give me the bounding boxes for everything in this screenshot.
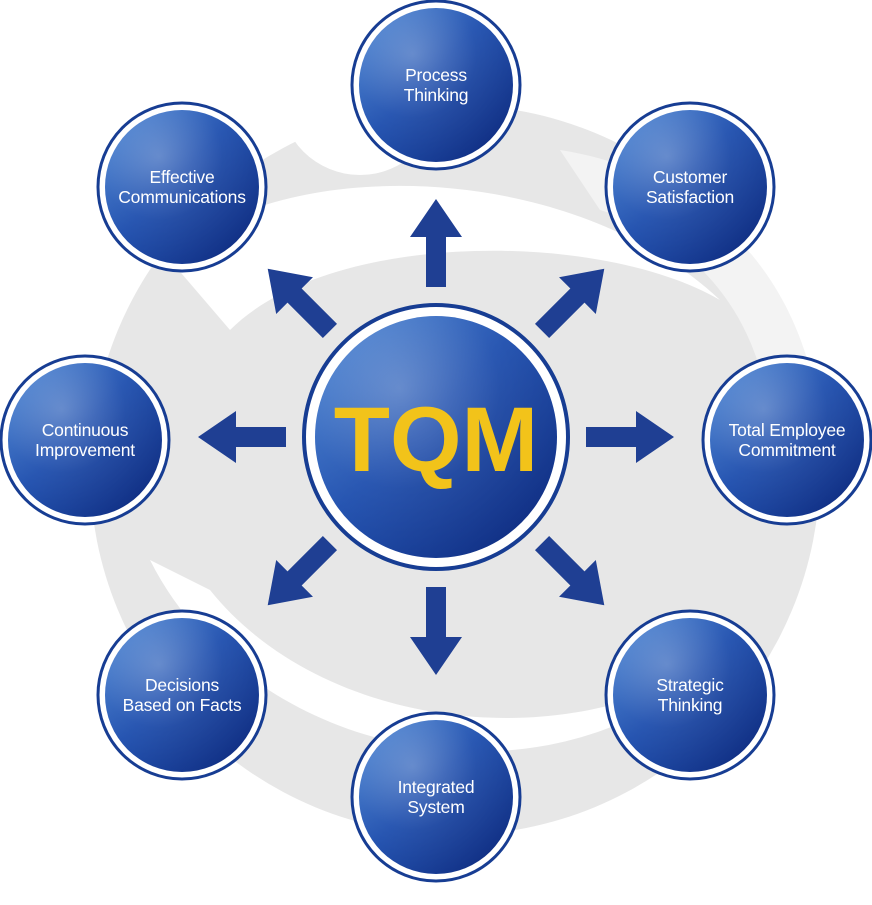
- connector-arrow: [267, 535, 338, 606]
- watermark-swoosh-top: [170, 185, 720, 330]
- watermark-swoosh-bottom: [150, 560, 740, 752]
- connector-arrow: [586, 411, 674, 463]
- node-shine: [710, 363, 864, 517]
- connector-arrow: [267, 268, 338, 339]
- center-shine: [315, 316, 557, 558]
- connector-arrow: [198, 411, 286, 463]
- node-shine: [613, 110, 767, 264]
- node-label-line: Thinking: [658, 695, 723, 715]
- node-shine: [105, 110, 259, 264]
- node-label-line: Based on Facts: [123, 695, 242, 715]
- node-label-line: Customer: [653, 167, 728, 187]
- connector-arrow: [534, 268, 605, 339]
- node-label-line: Improvement: [35, 440, 135, 460]
- center-node: TQM: [302, 303, 570, 571]
- node-label-line: Thinking: [404, 85, 469, 105]
- node-label-line: Integrated: [398, 777, 475, 797]
- node-shine: [105, 618, 259, 772]
- node-label-line: Decisions: [145, 675, 220, 695]
- node-label-line: Strategic: [656, 675, 724, 695]
- node-label-line: Effective: [150, 167, 215, 187]
- connector-arrow: [410, 587, 462, 675]
- node-label-line: Total Employee: [729, 420, 846, 440]
- node-label-line: Satisfaction: [646, 187, 734, 207]
- center-label: TQM: [334, 389, 538, 491]
- node-label-line: System: [407, 797, 464, 817]
- node-group: ProcessThinkingCustomerSatisfactionTotal…: [0, 0, 872, 883]
- connector-arrow: [534, 535, 605, 606]
- node-shine: [359, 720, 513, 874]
- node-label-line: Commitment: [738, 440, 836, 460]
- connector-arrow: [410, 199, 462, 287]
- node-shine: [8, 363, 162, 517]
- node-shine: [359, 8, 513, 162]
- node-label-line: Communications: [118, 187, 246, 207]
- arrow-group: [198, 199, 674, 675]
- node-label-line: Process: [405, 65, 467, 85]
- node-label-line: Continuous: [42, 420, 129, 440]
- node-shine: [613, 618, 767, 772]
